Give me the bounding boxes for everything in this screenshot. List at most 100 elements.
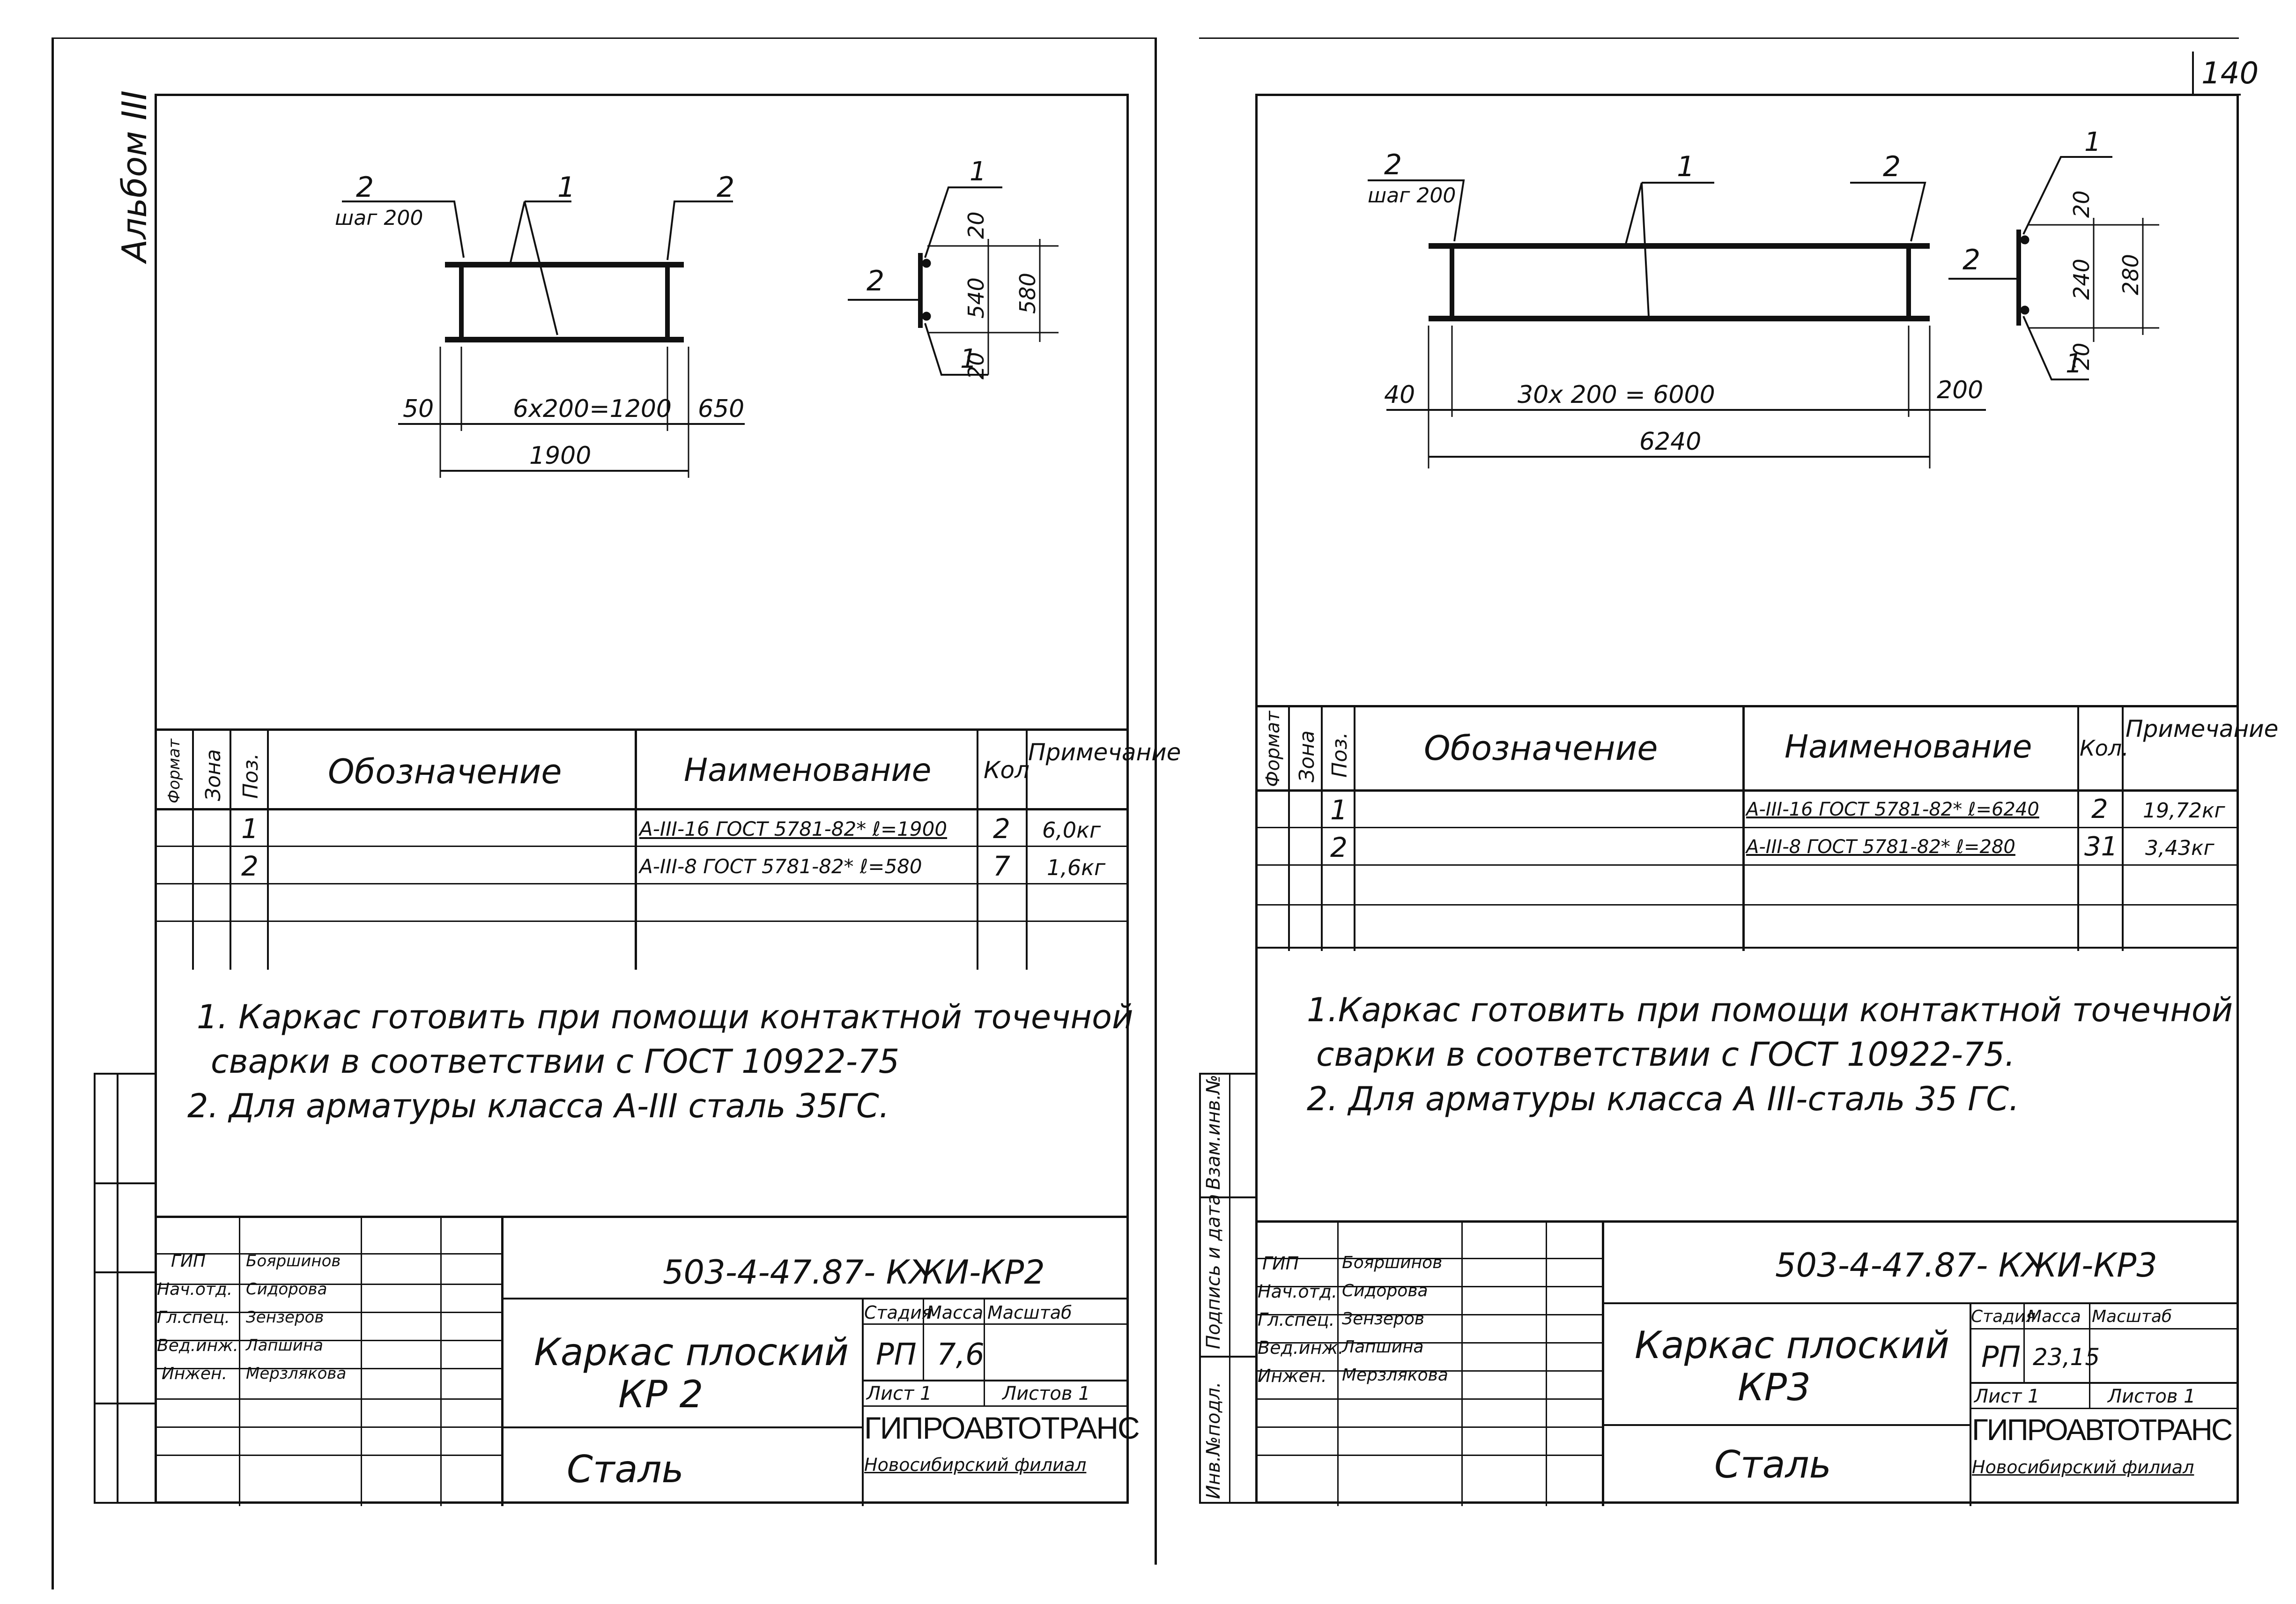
left-branch-name: Новосибирский филиал <box>864 1455 1087 1475</box>
right-spec-header-format: Формат <box>1262 711 1284 787</box>
right-spec-row1-name: А-III-16 ГОСТ 5781-82* ℓ=6240 <box>1746 799 2039 820</box>
right-dim-right: 200 <box>1937 376 1983 404</box>
right-name-1: Бояршинов <box>1342 1253 1443 1272</box>
left-note-line1: 1. Каркас готовить при помощи контактной… <box>197 998 1133 1036</box>
right-side-stamp <box>1199 1073 1255 1504</box>
left-pos2-right-label: 2 <box>717 171 734 204</box>
right-drawing: 2 шаг 200 1 2 40 30х 200 = 6000 200 6240… <box>1368 127 2159 468</box>
right-title-line2: КР3 <box>1738 1366 1811 1409</box>
left-title-line2: КР 2 <box>618 1373 704 1416</box>
right-section-dim-middle: 240 <box>2069 259 2094 300</box>
left-spec-row1-pos: 1 <box>241 813 259 845</box>
left-name-3: Зензеров <box>246 1308 324 1327</box>
right-stage-value: РП <box>1981 1340 2021 1374</box>
left-spec-header-format: Формат <box>165 739 184 803</box>
left-spec-header-name: Наименование <box>684 752 932 789</box>
right-stamp-signature: Подпись и дата <box>1203 1194 1224 1349</box>
right-section-pos1: 1 <box>2084 127 2101 157</box>
right-spec-header-name: Наименование <box>1785 728 2032 765</box>
left-section-pos2: 2 <box>867 265 884 297</box>
right-branch-name: Новосибирский филиал <box>1972 1457 2194 1478</box>
right-section-pos1-bottom: 1 <box>2066 349 2082 379</box>
right-section-dim-top: 20 <box>2069 190 2094 218</box>
right-note-line2: сварки в соответствии с ГОСТ 10922-75. <box>1316 1035 2015 1074</box>
left-role-lead-eng: Вед.инж. <box>157 1336 238 1355</box>
left-section-dim-top: 20 <box>963 211 989 239</box>
right-role-gip: ГИП <box>1262 1253 1299 1274</box>
left-step-label: шаг 200 <box>335 206 423 230</box>
right-material: Сталь <box>1714 1443 1831 1486</box>
right-stage-label: Стадия <box>1971 1307 2036 1326</box>
right-dim-total: 6240 <box>1639 428 1701 456</box>
right-stamp-replace: Взам.инв.№ <box>1203 1074 1224 1190</box>
right-dim-left: 40 <box>1384 381 1415 409</box>
left-sheet-frame <box>155 94 1129 1504</box>
left-dim-right: 650 <box>698 395 744 423</box>
left-name-1: Бояршинов <box>246 1252 341 1270</box>
left-scale-label: Масштаб <box>987 1302 1072 1323</box>
right-stamp-inv-no: Инв.№подл. <box>1203 1381 1224 1499</box>
right-role-lead-eng: Вед.инж. <box>1258 1337 1344 1358</box>
left-sheet-outer-border <box>52 37 1155 1589</box>
left-pos2-label: 2 <box>356 171 374 204</box>
right-name-3: Зензеров <box>1342 1309 1425 1329</box>
page-number-box <box>2192 52 2241 96</box>
left-name-2: Сидорова <box>246 1280 327 1299</box>
right-step-label: шаг 200 <box>1368 184 1456 208</box>
left-mass-label: Масса <box>926 1302 984 1323</box>
left-name-5: Мерзлякова <box>246 1364 347 1383</box>
right-pos1-label: 1 <box>1677 150 1695 183</box>
left-mass-value: 7,6 <box>937 1337 985 1372</box>
right-spec-header-note: Примечание <box>2126 715 2279 743</box>
right-section-pos2: 2 <box>1963 244 1980 276</box>
left-section-dim-bottom: 20 <box>963 352 989 379</box>
left-spec-row1-name: А-III-16 ГОСТ 5781-82* ℓ=1900 <box>639 817 948 840</box>
right-section-dim-bottom: 20 <box>2069 342 2094 370</box>
left-note-line2: сварки в соответствии с ГОСТ 10922-75 <box>211 1042 900 1081</box>
right-name-5: Мерзлякова <box>1342 1366 1448 1385</box>
left-title-line1: Каркас плоский <box>534 1330 849 1374</box>
right-pos2-right-label: 2 <box>1883 150 1901 183</box>
left-org-name: ГИПРОАВТОТРАНС <box>864 1411 1140 1445</box>
right-section-dim-total: 280 <box>2118 254 2143 295</box>
left-stage-label: Стадия <box>864 1302 933 1323</box>
left-spec-header-note: Примечание <box>1028 739 1181 766</box>
left-spec-row2-name: А-III-8 ГОСТ 5781-82* ℓ=580 <box>639 855 922 878</box>
left-doc-code: 503-4-47.87- КЖИ-КР2 <box>663 1253 1045 1292</box>
left-section-dim-total: 580 <box>1015 273 1040 314</box>
left-dim-left: 50 <box>403 395 434 423</box>
right-spec-row2-qty: 31 <box>2084 832 2118 862</box>
right-spec-table: Формат Зона Поз. Обозначение Наименовани… <box>1255 705 2279 951</box>
right-title-block: ГИП Нач.отд. Гл.спец. Вед.инж. Инжен. Бо… <box>1255 1220 2239 1506</box>
right-scale-label: Масштаб <box>2092 1307 2172 1326</box>
left-sheets-label: Листов 1 <box>1002 1383 1090 1404</box>
right-note-line3: 2. Для арматуры класса А III-сталь 35 ГС… <box>1307 1080 2020 1118</box>
right-spec-header-designation: Обозначение <box>1424 728 1658 768</box>
right-spec-header-pos: Поз. <box>1328 732 1352 778</box>
right-spec-row1-qty: 2 <box>2091 794 2108 824</box>
right-sheets-label: Листов 1 <box>2108 1386 2196 1407</box>
right-spec-row1-pos: 1 <box>1330 794 1348 826</box>
left-role-gip: ГИП <box>171 1252 206 1271</box>
left-pos1-label: 1 <box>557 171 575 204</box>
left-spec-header-zone: Зона <box>201 749 225 801</box>
left-spec-header-pos: Поз. <box>239 753 263 799</box>
right-org-name: ГИПРОАВТОТРАНС <box>1972 1413 2233 1447</box>
right-dim-middle: 30х 200 = 6000 <box>1518 381 1715 409</box>
right-doc-code: 503-4-47.87- КЖИ-КР3 <box>1775 1246 2157 1285</box>
left-side-stamp <box>94 1073 155 1504</box>
album-label: Альбом III <box>115 90 154 262</box>
left-spec-row1-note: 6,0кг <box>1042 817 1101 843</box>
left-sheet-label: Лист 1 <box>867 1383 932 1404</box>
right-sheet-outer-border <box>1199 37 2239 1543</box>
right-mass-label: Масса <box>2027 1307 2081 1326</box>
left-drawing: 2 шаг 200 1 2 50 6х200=1200 650 1900 1 2… <box>335 156 1059 478</box>
left-spec-header-qty: Кол <box>984 757 1030 784</box>
left-spec-table: Формат Зона Поз. Обозначение Наименовани… <box>155 728 1181 970</box>
left-note-line3: 2. Для арматуры класса А-III сталь 35ГС. <box>187 1087 889 1125</box>
right-sheet-label: Лист 1 <box>1974 1386 2040 1407</box>
left-role-engineer: Инжен. <box>162 1364 228 1383</box>
left-stage-value: РП <box>876 1337 917 1372</box>
left-role-head: Нач.отд. <box>157 1280 233 1299</box>
right-spec-row1-note: 19,72кг <box>2143 799 2225 823</box>
